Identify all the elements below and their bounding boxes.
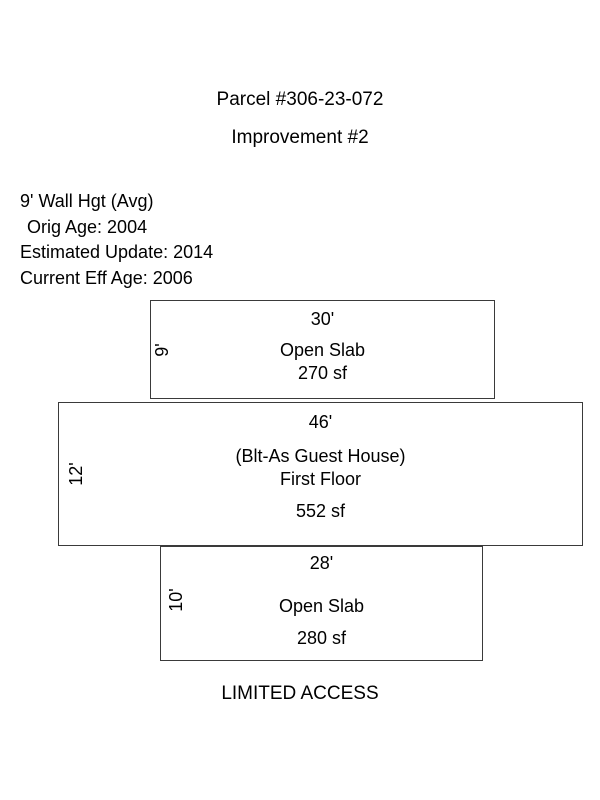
section-area: 552 sf bbox=[295, 501, 346, 521]
note-estimated-update: Estimated Update: 2014 bbox=[20, 242, 214, 262]
page-subtitle: Improvement #2 bbox=[231, 127, 369, 148]
section-area: 280 sf bbox=[296, 628, 347, 648]
dimension-width-label: 28' bbox=[309, 553, 334, 573]
section-body: (Blt-As Guest House) First Floor 552 sf bbox=[59, 445, 582, 523]
note-wall-height: 9' Wall Hgt (Avg) bbox=[20, 191, 154, 211]
sketch-section-open-slab-top: 30' 9' Open Slab 270 sf bbox=[150, 300, 495, 399]
dimension-width-label: 46' bbox=[308, 412, 333, 432]
section-label: Open Slab bbox=[279, 340, 366, 360]
dimension-width-label: 30' bbox=[310, 309, 335, 329]
sketch-section-first-floor: 46' 12' (Blt-As Guest House) First Floor… bbox=[58, 402, 583, 546]
section-area: 270 sf bbox=[297, 363, 348, 383]
section-qualifier: (Blt-As Guest House) bbox=[235, 446, 406, 466]
section-label: Open Slab bbox=[278, 596, 365, 616]
sketch-section-open-slab-bottom: 28' 10' Open Slab 280 sf bbox=[160, 546, 483, 661]
page-title: Parcel #306-23-072 bbox=[216, 89, 384, 110]
section-body: Open Slab 280 sf bbox=[161, 595, 482, 650]
footer-note: LIMITED ACCESS bbox=[221, 683, 379, 704]
section-body: Open Slab 270 sf bbox=[151, 339, 494, 385]
improvement-notes: 9' Wall Hgt (Avg) Orig Age: 2004 Estimat… bbox=[20, 189, 213, 291]
section-label: First Floor bbox=[280, 469, 361, 489]
note-orig-age: Orig Age: 2004 bbox=[27, 216, 148, 237]
note-current-eff-age: Current Eff Age: 2006 bbox=[20, 267, 193, 288]
